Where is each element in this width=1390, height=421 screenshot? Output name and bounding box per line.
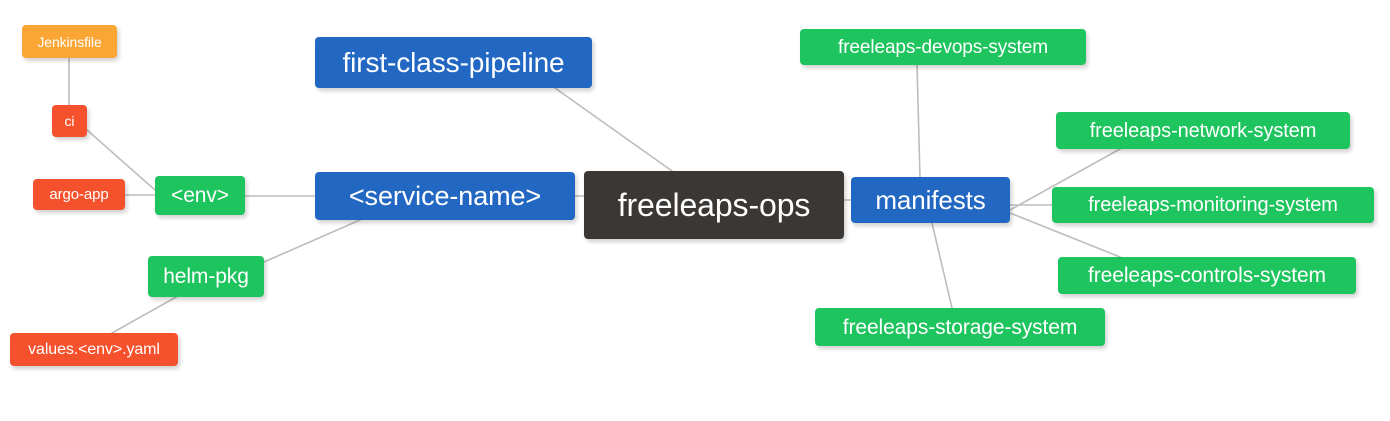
node-label-freeleaps-controls-system: freeleaps-controls-system: [1088, 264, 1326, 287]
node-argo-app[interactable]: argo-app: [33, 179, 125, 210]
node-label-ci: ci: [64, 113, 75, 129]
node-label-values-yaml: values.<env>.yaml: [28, 340, 160, 358]
node-label-freeleaps-storage-system: freeleaps-storage-system: [842, 315, 1078, 339]
edge-first-class-pipeline-to-freeleaps-ops: [554, 87, 673, 172]
node-first-class-pipeline[interactable]: first-class-pipeline: [315, 37, 592, 88]
node-freeleaps-monitoring-system[interactable]: freeleaps-monitoring-system: [1052, 187, 1374, 223]
node-service-name[interactable]: <service-name>: [315, 172, 575, 220]
edge-manifests-to-freeleaps-devops-system: [916, 64, 921, 178]
node-freeleaps-ops[interactable]: freeleaps-ops: [584, 171, 844, 239]
edge-manifests-to-freeleaps-storage-system: [931, 222, 953, 309]
node-label-env: <env>: [171, 184, 229, 207]
node-helm-pkg[interactable]: helm-pkg: [148, 256, 264, 297]
node-label-freeleaps-monitoring-system: freeleaps-monitoring-system: [1088, 194, 1338, 216]
node-freeleaps-storage-system[interactable]: freeleaps-storage-system: [815, 308, 1105, 346]
node-label-jenkinsfile: Jenkinsfile: [37, 33, 102, 50]
node-label-helm-pkg: helm-pkg: [163, 265, 249, 288]
edge-service-name-to-helm-pkg: [263, 219, 361, 263]
node-label-freeleaps-ops: freeleaps-ops: [617, 187, 811, 223]
node-label-argo-app: argo-app: [49, 186, 109, 203]
node-label-manifests: manifests: [875, 185, 986, 215]
node-label-freeleaps-devops-system: freeleaps-devops-system: [838, 36, 1048, 58]
node-freeleaps-network-system[interactable]: freeleaps-network-system: [1056, 112, 1350, 149]
node-freeleaps-devops-system[interactable]: freeleaps-devops-system: [800, 29, 1086, 65]
node-env[interactable]: <env>: [155, 176, 245, 215]
node-manifests[interactable]: manifests: [851, 177, 1010, 223]
node-jenkinsfile[interactable]: Jenkinsfile: [22, 25, 117, 58]
node-ci[interactable]: ci: [52, 105, 87, 137]
node-label-service-name: <service-name>: [348, 180, 542, 211]
node-label-first-class-pipeline: first-class-pipeline: [342, 46, 565, 78]
node-freeleaps-controls-system[interactable]: freeleaps-controls-system: [1058, 257, 1356, 294]
node-values-yaml[interactable]: values.<env>.yaml: [10, 333, 178, 366]
node-label-freeleaps-network-system: freeleaps-network-system: [1089, 119, 1317, 142]
edge-helm-pkg-to-values-yaml: [111, 295, 179, 334]
